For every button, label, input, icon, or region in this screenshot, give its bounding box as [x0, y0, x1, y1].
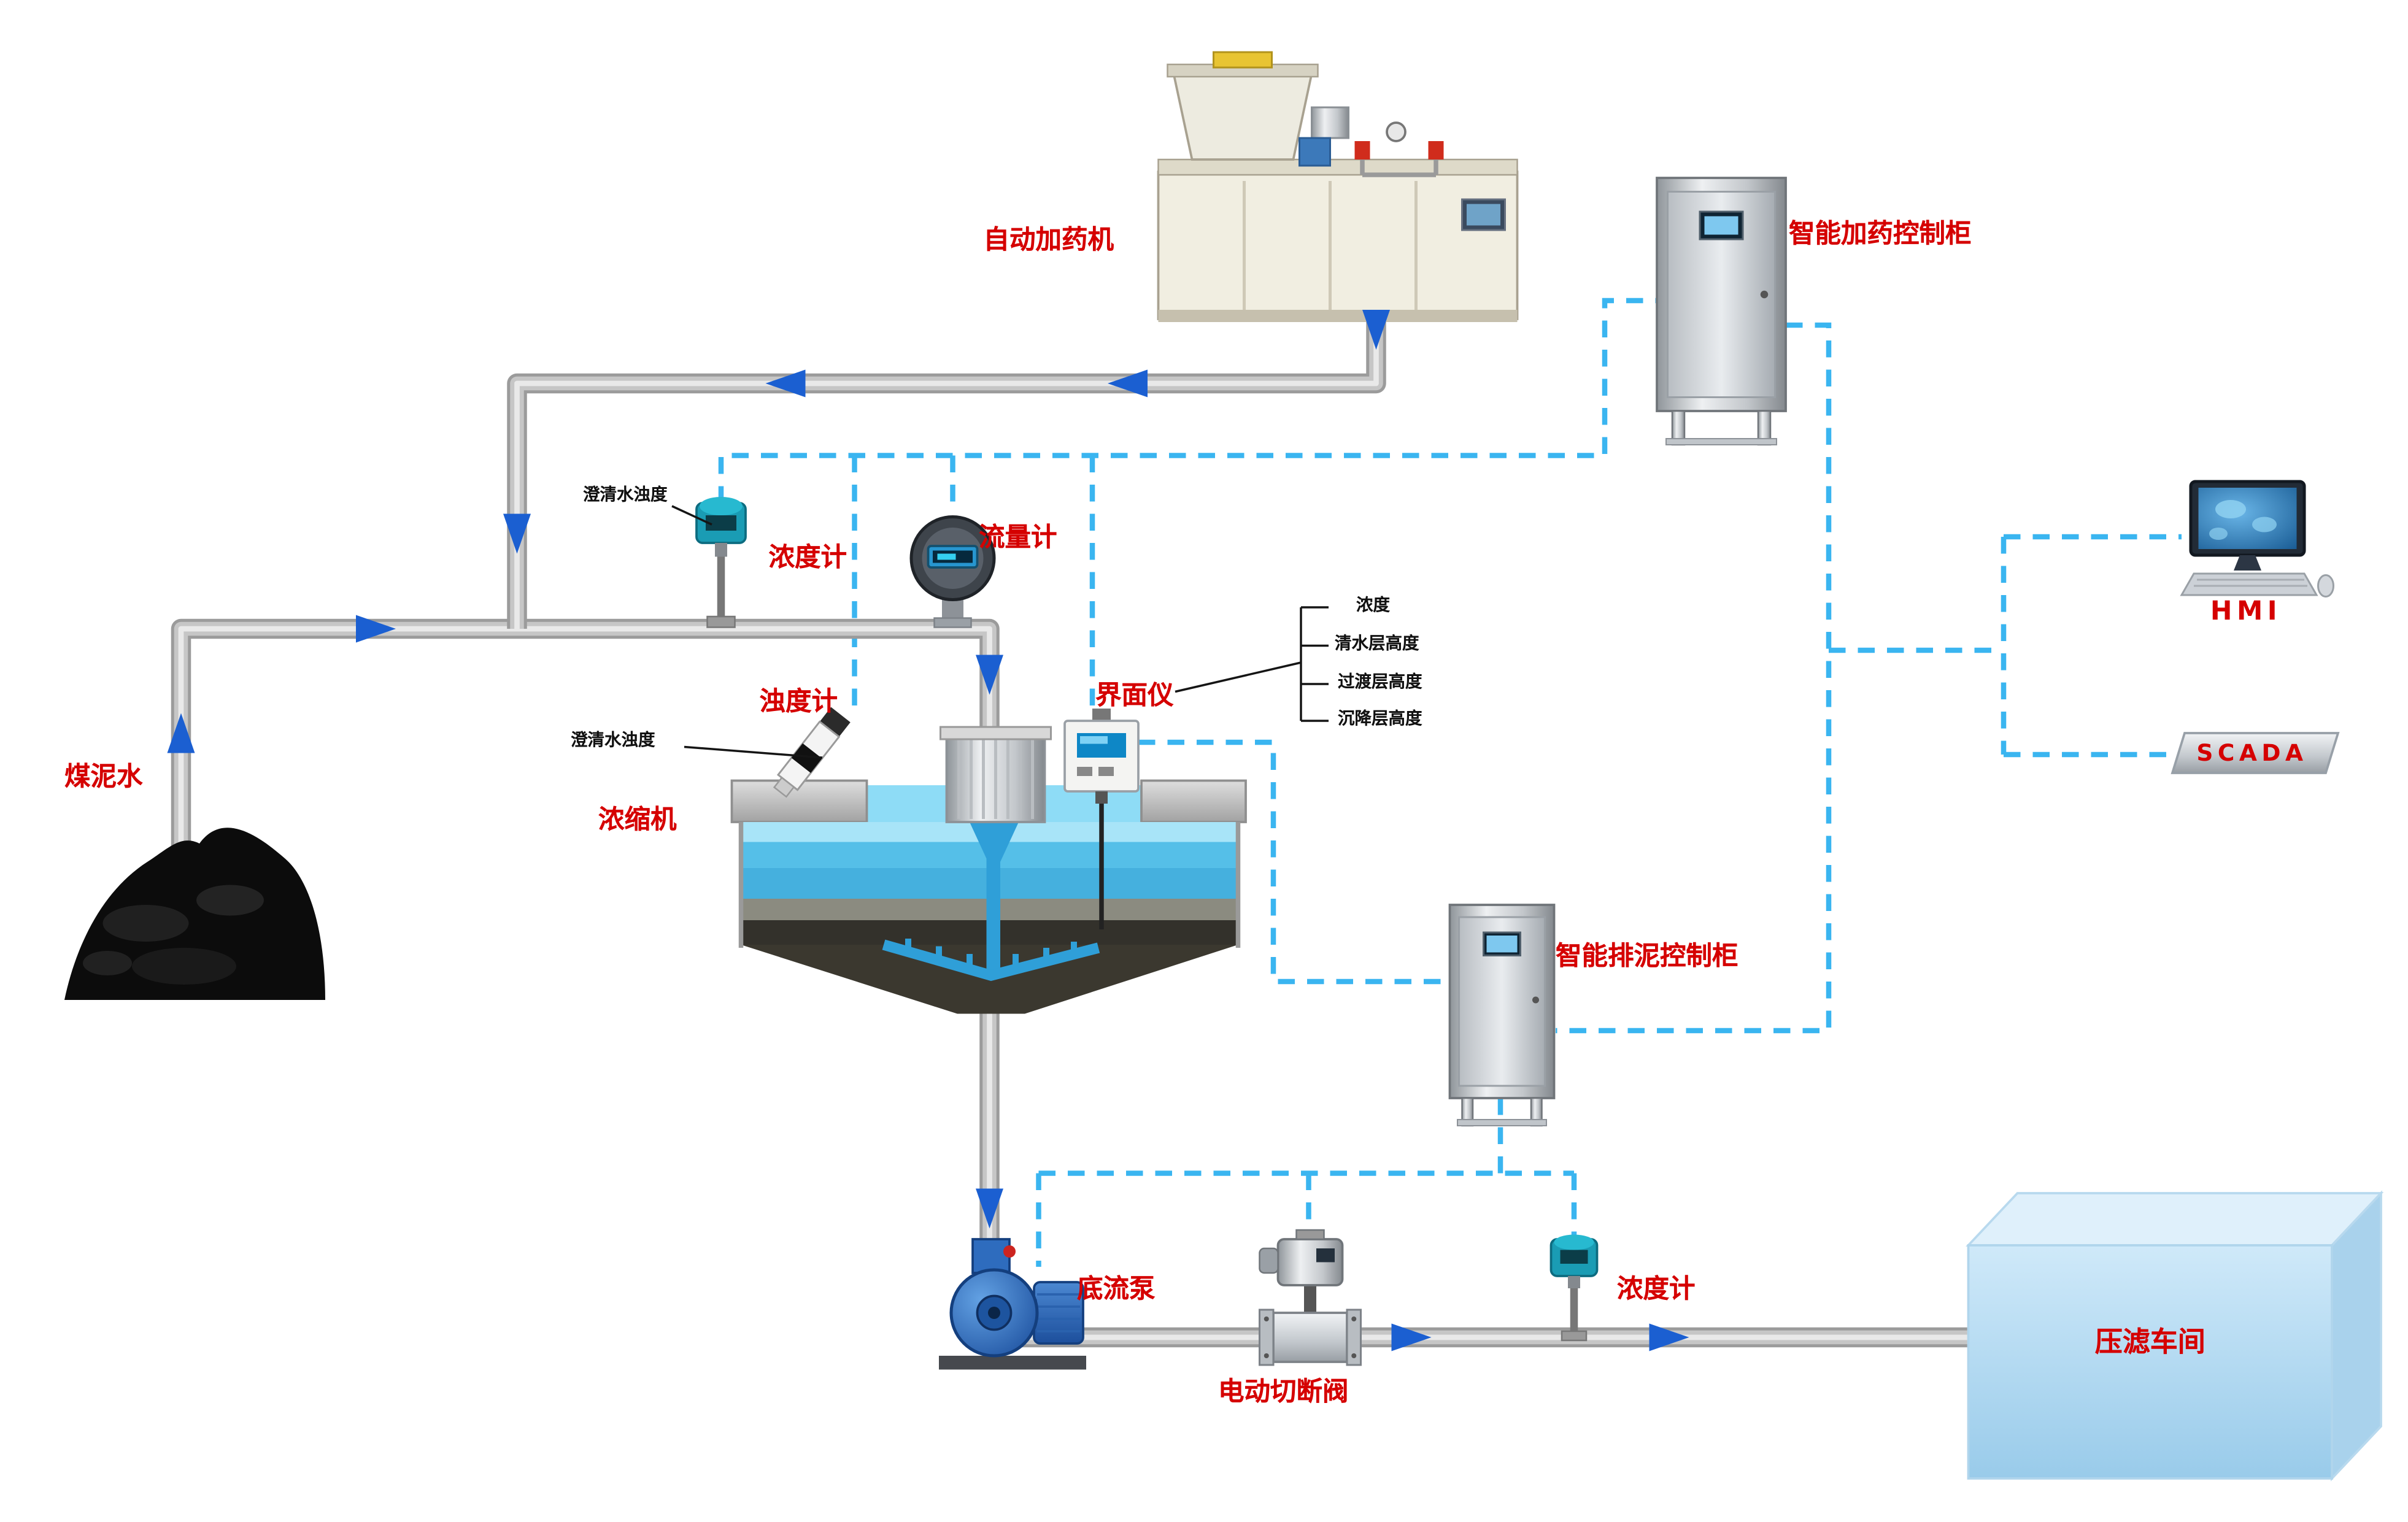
flow-arrows: [167, 310, 1689, 1351]
dosing-control-cabinet: [1656, 177, 1787, 446]
leader-line-turbidity-top: [671, 505, 712, 526]
label-interface-meter: 界面仪: [1095, 681, 1174, 712]
label-filter-press-workshop: 压滤车间: [2094, 1326, 2205, 1359]
label-concentration-meter-top: 浓度计: [768, 543, 847, 574]
arrow-left-dosing-1: [765, 369, 806, 398]
filter-press-box: [1966, 1190, 2384, 1482]
label-cutoff-valve: 电动切断阀: [1218, 1377, 1349, 1408]
dosing-machine-image: [1157, 51, 1519, 322]
concentration-sensor-bottom: [1549, 1234, 1599, 1342]
label-concentration-meter-bottom: 浓度计: [1617, 1274, 1696, 1305]
cutoff-valve-device: [1259, 1229, 1362, 1366]
arrow-left-dosing-2: [1108, 369, 1148, 398]
label-hmi: HMI: [2210, 596, 2282, 628]
signal-line-interface-to-mud-cabinet: [1138, 739, 1450, 985]
flow-meter-device: [909, 515, 996, 628]
label-clarified-water-turbidity-2: 澄清水浊度: [571, 730, 655, 750]
signal-lines: [718, 298, 2182, 1267]
signal-line-mud-cabinet-trunk: [1036, 1098, 1577, 1267]
scada-badge: [2171, 732, 2340, 774]
label-flow-meter: 流量计: [979, 523, 1057, 554]
arrow-up-slurry: [167, 713, 195, 753]
hmi-workstation: [2180, 480, 2334, 598]
label-param-clear-layer: 清水层高度: [1335, 633, 1419, 653]
label-scada: SCADA: [2196, 739, 2308, 767]
mud-control-cabinet: [1448, 904, 1556, 1127]
label-dosing-cabinet: 智能加药控制柜: [1789, 219, 1972, 250]
signal-line-dosing-cabinet-main: [1556, 322, 1832, 1034]
annotation-lines: [671, 505, 1329, 759]
leader-line-turbidity-mid: [684, 745, 823, 759]
label-turbidity-meter: 浊度计: [759, 687, 838, 718]
label-param-concentration: 浓度: [1356, 595, 1390, 615]
signal-line-hmi-scada-branch: [1829, 534, 2182, 758]
label-coal-slurry: 煤泥水: [64, 762, 143, 793]
label-clarified-water-turbidity-1: 澄清水浊度: [583, 485, 668, 505]
label-underflow-pump: 底流泵: [1077, 1274, 1156, 1305]
arrow-down-machine-outlet: [1362, 310, 1390, 350]
underflow-pump-device: [939, 1238, 1086, 1370]
arrow-down-underflow: [976, 1188, 1003, 1229]
label-dosing-machine: 自动加药机: [983, 225, 1114, 256]
label-thickener: 浓缩机: [598, 805, 677, 836]
signal-line-instruments-to-dosing-cabinet: [718, 298, 1657, 503]
arrow-right-bottom-1: [1391, 1323, 1432, 1351]
interface-params-bracket: [1175, 606, 1329, 722]
label-param-transition-layer: 过渡层高度: [1338, 672, 1422, 692]
arrow-right-slurry: [356, 615, 396, 643]
arrow-down-dosing-drop: [503, 513, 531, 554]
interface-meter-device: [1063, 709, 1140, 929]
concentration-sensor-top: [695, 497, 747, 628]
arrow-right-bottom-2: [1649, 1323, 1689, 1351]
label-param-settling-layer: 沉降层高度: [1338, 709, 1422, 729]
coal-pile-image: [64, 828, 325, 1000]
thickener-rake-mechanism: [882, 726, 1100, 982]
arrow-down-into-thickener: [976, 655, 1003, 695]
label-mud-cabinet: 智能排泥控制柜: [1556, 942, 1738, 972]
